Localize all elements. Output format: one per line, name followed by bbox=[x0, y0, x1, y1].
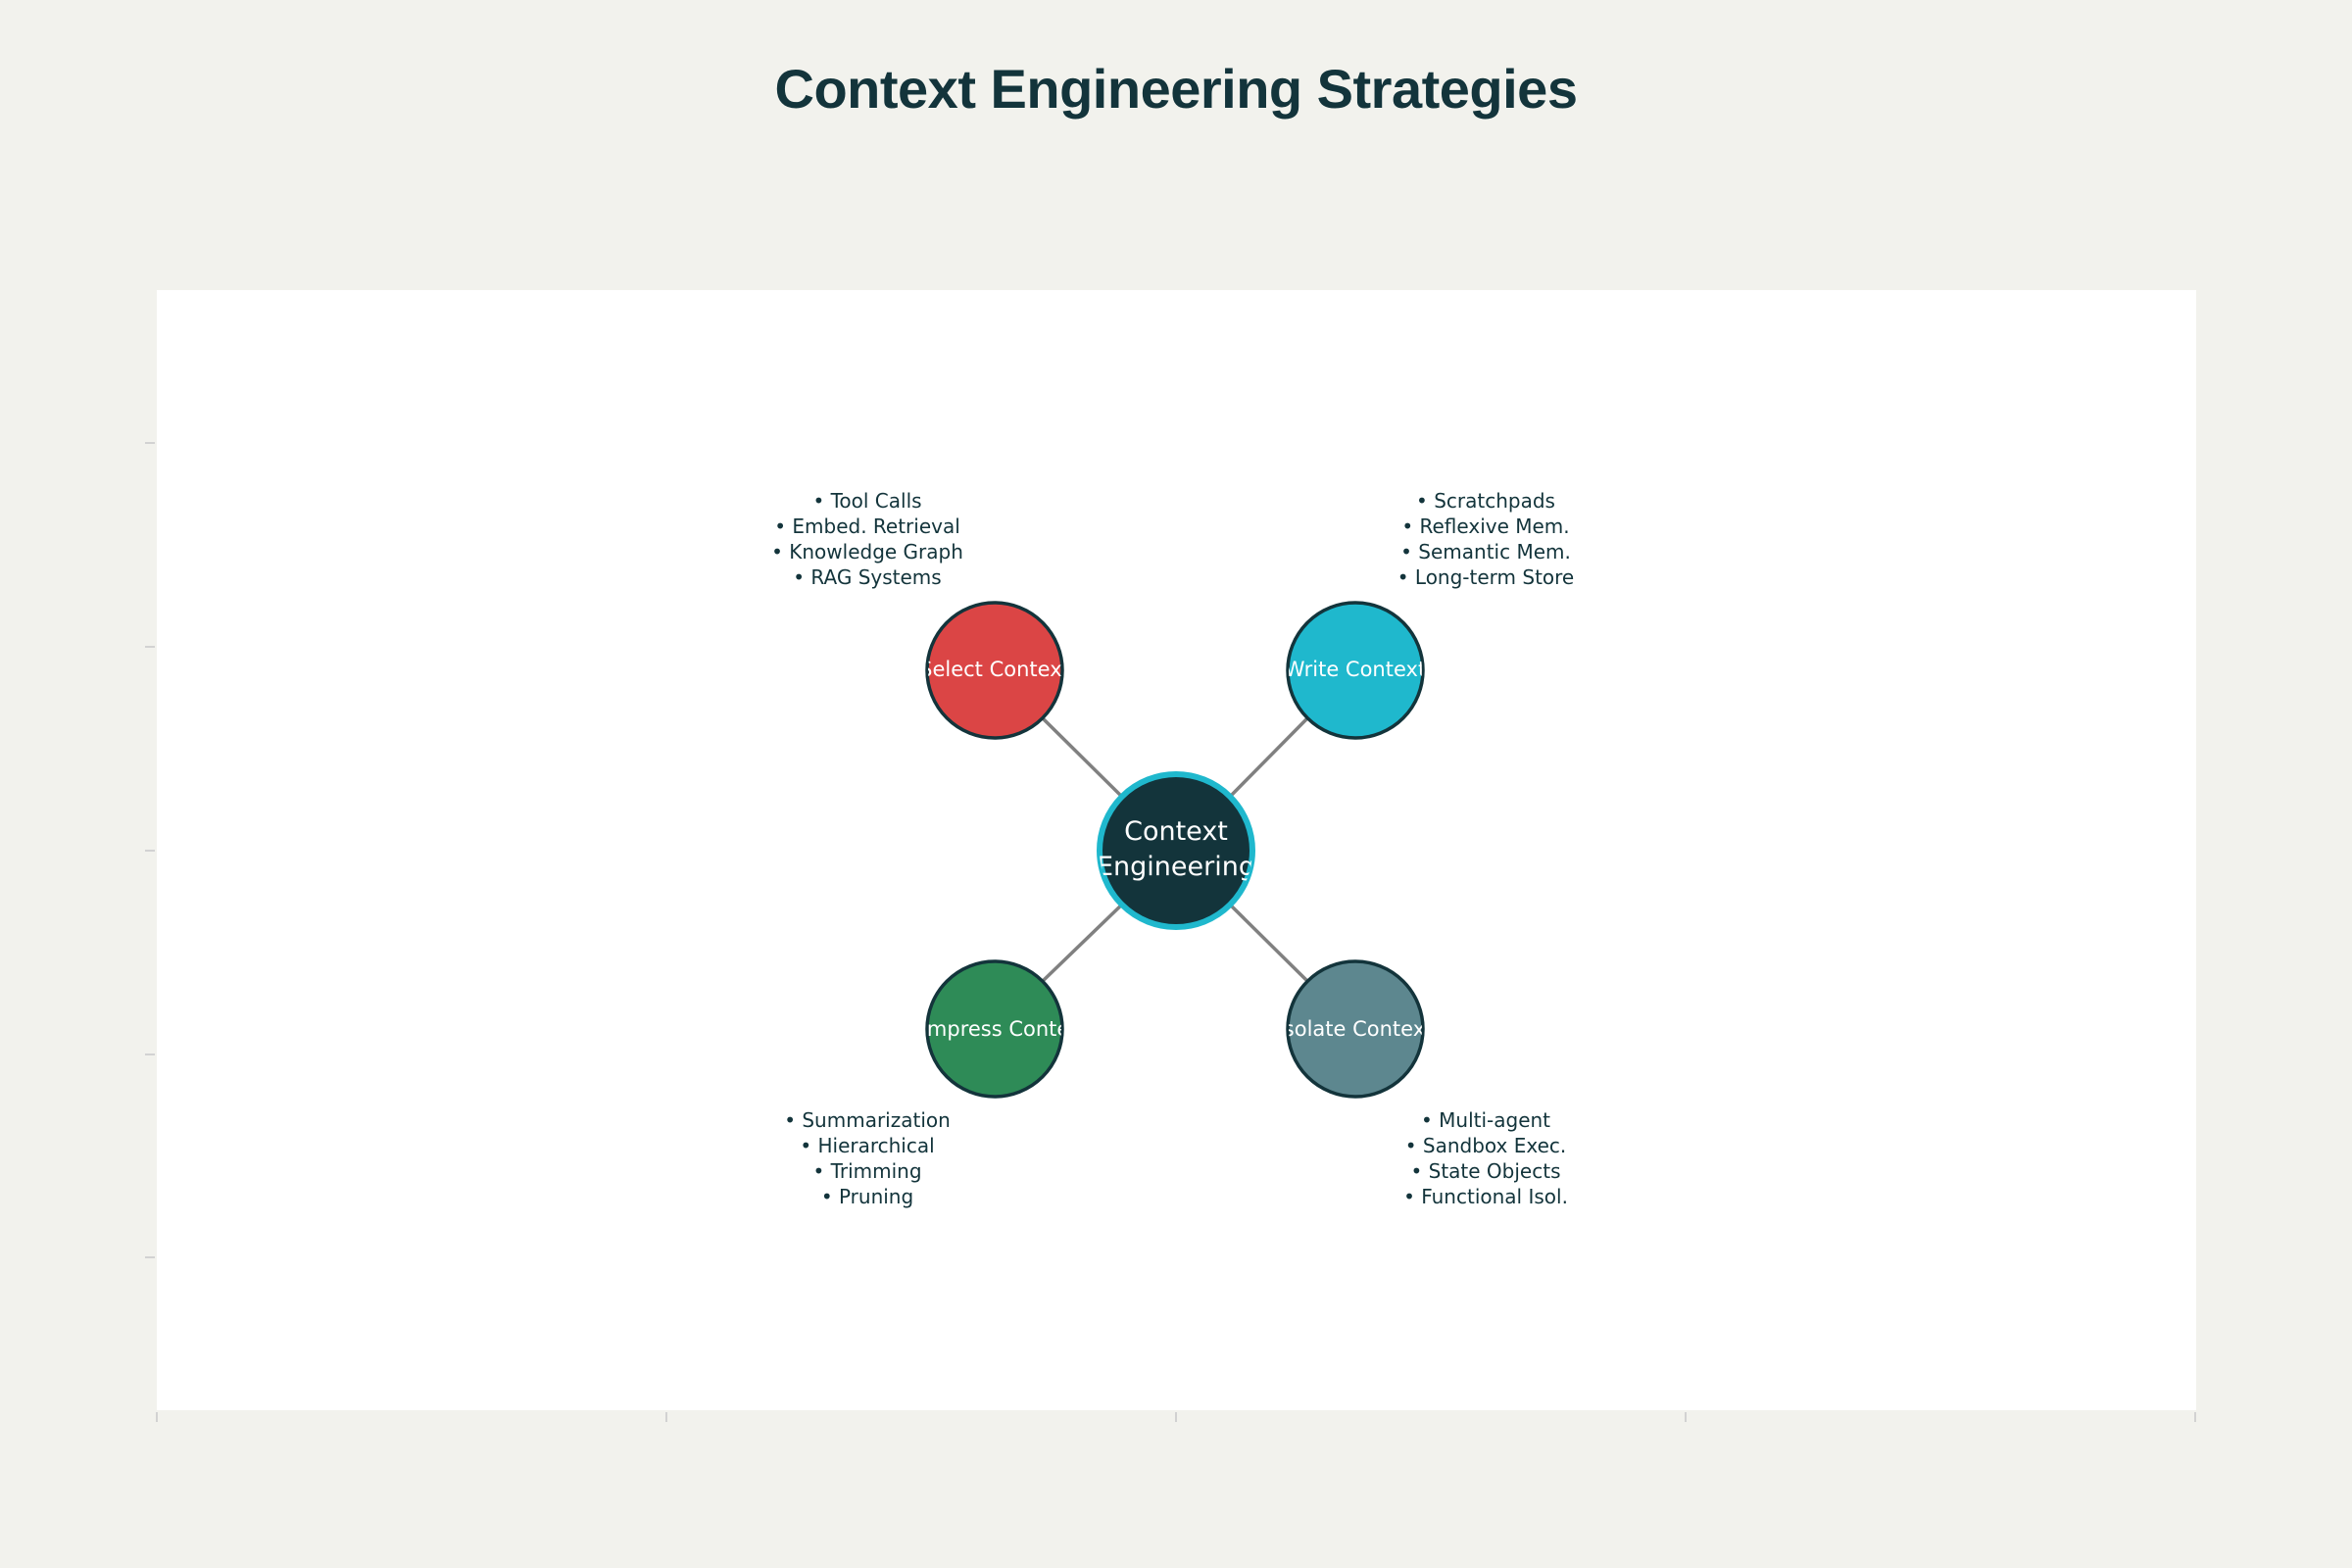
node-write-context[interactable]: Write Context bbox=[1285, 601, 1426, 740]
node-write-circle bbox=[1286, 601, 1425, 740]
bullet-item: • Summarization bbox=[784, 1108, 951, 1132]
bullets-write: • Scratchpads • Reflexive Mem. • Semanti… bbox=[1397, 489, 1575, 589]
node-select-circle bbox=[925, 601, 1064, 740]
bullet-item: • Hierarchical bbox=[800, 1134, 934, 1157]
node-write-label: Write Context bbox=[1285, 658, 1426, 681]
connector-compress bbox=[1040, 900, 1127, 984]
node-compress-circle bbox=[925, 959, 1064, 1099]
bullet-item: • Sandbox Exec. bbox=[1405, 1134, 1567, 1157]
node-select-context[interactable]: Select Context bbox=[919, 601, 1070, 740]
bullets-select: • Tool Calls • Embed. Retrieval • Knowle… bbox=[771, 489, 963, 589]
bullets-isolate: • Multi-agent • Sandbox Exec. • State Ob… bbox=[1403, 1108, 1568, 1208]
bullets-compress: • Summarization • Hierarchical • Trimmin… bbox=[784, 1108, 951, 1208]
bullet-item: • Pruning bbox=[821, 1185, 913, 1208]
bullet-item: • Multi-agent bbox=[1421, 1108, 1550, 1132]
page-title: Context Engineering Strategies bbox=[774, 58, 1578, 120]
bullet-item: • Semantic Mem. bbox=[1400, 540, 1571, 564]
node-compress-label: Compress Context bbox=[900, 1017, 1089, 1041]
bullet-item: • State Objects bbox=[1410, 1159, 1560, 1183]
bullet-item: • Knowledge Graph bbox=[771, 540, 963, 564]
center-label-line-1: Context bbox=[1124, 816, 1228, 847]
bullet-item: • RAG Systems bbox=[793, 565, 941, 589]
node-select-label: Select Context bbox=[919, 658, 1070, 681]
x-axis-ticks bbox=[156, 1412, 2196, 1422]
bullet-item: • Functional Isol. bbox=[1403, 1185, 1568, 1208]
connector-select bbox=[1040, 715, 1127, 802]
center-label-line-2: Engineering bbox=[1097, 852, 1255, 882]
y-axis-ticks bbox=[145, 442, 155, 1258]
bullet-item: • Long-term Store bbox=[1397, 565, 1575, 589]
bullet-item: • Tool Calls bbox=[812, 489, 921, 513]
node-isolate-context[interactable]: Isolate Context bbox=[1278, 959, 1434, 1099]
connector-write bbox=[1225, 715, 1310, 802]
bullet-item: • Trimming bbox=[812, 1159, 921, 1183]
node-compress-context[interactable]: Compress Context bbox=[900, 959, 1089, 1099]
center-circle bbox=[1097, 771, 1255, 930]
connector-isolate bbox=[1225, 900, 1310, 984]
bullet-item: • Scratchpads bbox=[1416, 489, 1555, 513]
node-center[interactable]: Context Engineering bbox=[1097, 771, 1255, 930]
bullet-item: • Reflexive Mem. bbox=[1401, 514, 1569, 538]
bullet-item: • Embed. Retrieval bbox=[774, 514, 960, 538]
node-isolate-circle bbox=[1286, 959, 1425, 1099]
connectors bbox=[1040, 715, 1310, 984]
node-isolate-label: Isolate Context bbox=[1278, 1017, 1434, 1041]
